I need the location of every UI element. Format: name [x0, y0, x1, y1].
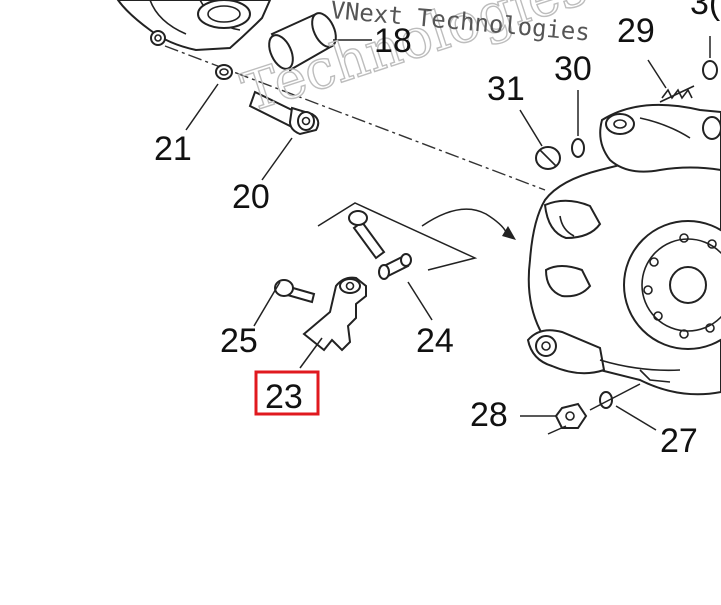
watermark: Technologies VNext Technologies: [234, 0, 595, 125]
part-18-bushing: [268, 12, 372, 72]
part-28-nut: [520, 383, 641, 435]
part-25-bolt-lower: [253, 279, 316, 327]
callout-30: 30: [554, 50, 592, 88]
callout-18: 18: [374, 22, 412, 60]
caliper-housing: [526, 103, 721, 396]
part-24-pin: [378, 253, 433, 321]
part-30-seal: [571, 90, 585, 158]
callout-20: 20: [232, 178, 270, 216]
part-20-bolt: [248, 90, 320, 181]
callout-23-highlight-box: [254, 370, 320, 416]
upper-housing-fragment: [116, 0, 272, 52]
callout-27: 27: [660, 422, 698, 460]
callout-21: 21: [154, 130, 192, 168]
assembly-axis-line: [164, 45, 546, 191]
callout-25: 25: [220, 322, 258, 360]
callout-29: 29: [617, 12, 655, 50]
callout-28: 28: [470, 396, 508, 434]
callout-cut-top-right: 3(: [690, 0, 721, 22]
assembly-group-bracket: [317, 202, 516, 271]
part-23-lever: [299, 276, 367, 369]
part-29-spring: [647, 36, 718, 103]
part-21-o-ring: [185, 64, 233, 131]
callout-31: 31: [487, 70, 525, 108]
part-25-bolt-upper: [348, 210, 386, 260]
callout-24: 24: [416, 322, 454, 360]
part-27-washer: [599, 391, 657, 431]
part-31-plug: [519, 109, 561, 170]
callout-23: 23: [265, 378, 303, 416]
